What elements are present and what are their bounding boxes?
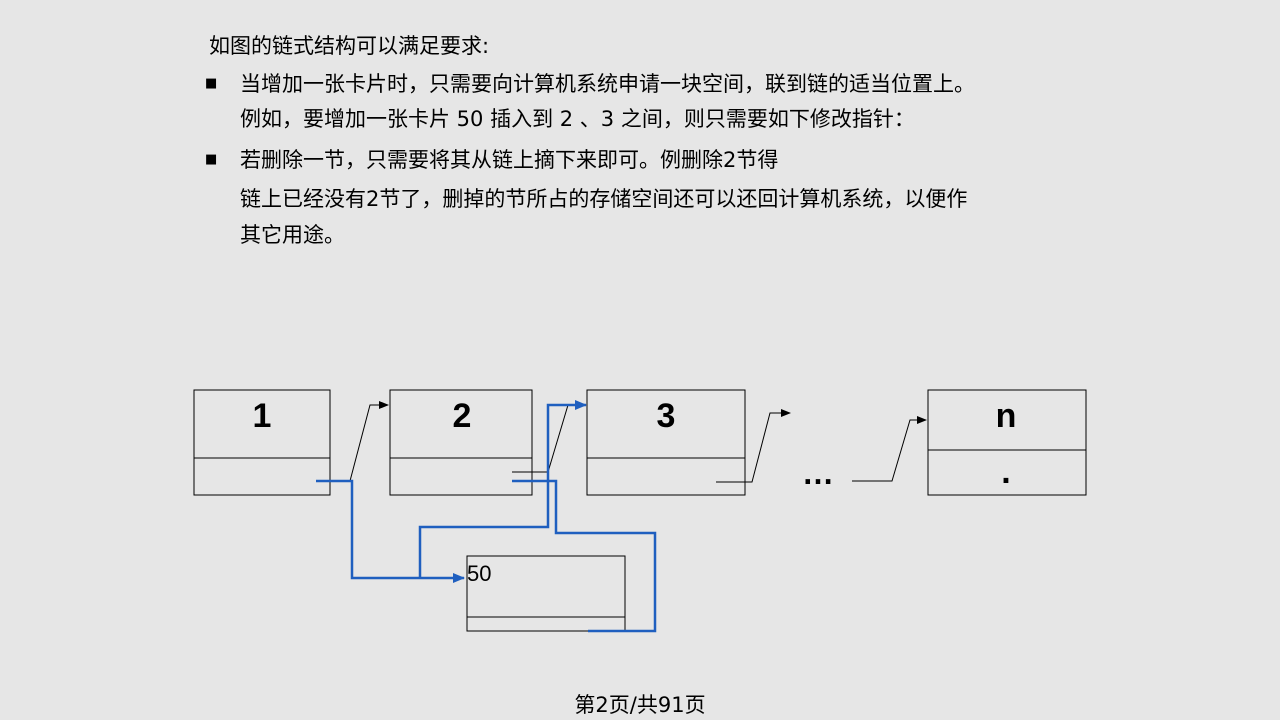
bullet-marker: ■ <box>205 152 218 167</box>
node-2-label: 2 <box>453 397 472 435</box>
node-n: n . <box>927 389 1087 496</box>
node-1: 1 <box>193 389 331 496</box>
node-3-label: 3 <box>657 397 676 435</box>
bullet-1-line-1: 当增加一张卡片时，只需要向计算机系统申请一块空间，联到链的适当位置上。 <box>240 72 975 96</box>
bullet-2-line-3: 其它用途。 <box>240 223 345 247</box>
pointer-2-to-50-branch <box>418 400 587 578</box>
pointer-50-to-3 <box>512 479 657 633</box>
pointer-3-to-next <box>716 409 791 483</box>
node-n-label: n <box>996 397 1017 435</box>
bullet-marker: ■ <box>205 76 218 91</box>
ellipsis: … <box>802 455 834 491</box>
inserted-node-label: 50 <box>467 561 491 586</box>
bullet-1-line-2: 例如，要增加一张卡片 50 插入到 2 、3 之间，则只需要如下修改指针： <box>240 107 915 131</box>
pointer-ellipsis-to-n <box>852 416 927 482</box>
node-3: 3 <box>586 389 746 496</box>
bullet-2-line-1: 若删除一节，只需要将其从链上摘下来即可。例删除2节得 <box>240 148 779 172</box>
page-indicator: 第2页/共91页 <box>574 693 706 717</box>
bullet-2-line-2: 链上已经没有2节了，删掉的节所占的存储空间还可以还回计算机系统，以便作 <box>240 187 968 211</box>
pointer-1-to-2 <box>318 401 389 482</box>
node-n-pointer: . <box>1001 453 1010 491</box>
pointer-1-to-50 <box>316 479 465 583</box>
inserted-node: 50 <box>466 555 626 632</box>
node-1-label: 1 <box>253 397 272 435</box>
intro-text: 如图的链式结构可以满足要求: <box>209 34 490 58</box>
node-2: 2 <box>389 389 533 496</box>
